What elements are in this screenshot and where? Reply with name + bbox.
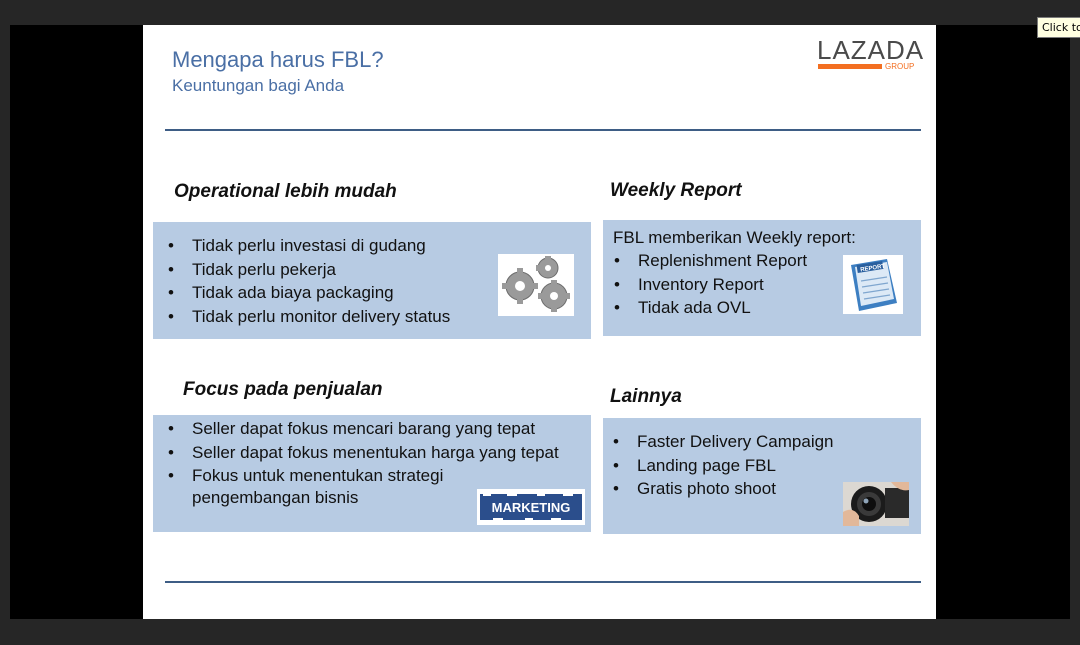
weekly-box: FBL memberikan Weekly report: Replenishm… [603, 220, 921, 336]
list-item: Tidak perlu investasi di gudang [166, 234, 450, 258]
weekly-heading: Weekly Report [610, 180, 742, 201]
focus-continuation: pengembangan bisnis [192, 488, 359, 507]
operational-heading: Operational lebih mudah [174, 181, 397, 202]
list-item: Tidak ada biaya packaging [166, 281, 450, 305]
marketing-icon: MARKETING [477, 489, 585, 525]
logo-wordmark: LAZADA [817, 35, 925, 65]
svg-text:MARKETING: MARKETING [492, 500, 571, 515]
logo-accent-bar [818, 64, 882, 69]
slide-subtitle: Keuntungan bagi Anda [172, 76, 345, 95]
operational-list: Tidak perlu investasi di gudang Tidak pe… [166, 234, 450, 328]
slide-title: Mengapa harus FBL? [172, 47, 384, 72]
logo-group-label: GROUP [885, 62, 915, 71]
list-item: Faster Delivery Campaign [611, 430, 834, 454]
list-item: Gratis photo shoot [611, 477, 834, 501]
list-item: Tidak perlu pekerja [166, 258, 450, 282]
weekly-list: Replenishment Report Inventory Report Ti… [612, 249, 807, 320]
list-item: Seller dapat fokus menentukan harga yang… [166, 441, 559, 465]
others-box: Faster Delivery Campaign Landing page FB… [603, 418, 921, 534]
list-item: Inventory Report [612, 273, 807, 297]
viewer-right-edge [1070, 25, 1080, 619]
focus-box: Seller dapat fokus mencari barang yang t… [153, 415, 591, 532]
weekly-intro: FBL memberikan Weekly report: [613, 228, 856, 247]
viewer-top-bar [0, 0, 1080, 25]
list-item: Seller dapat fokus mencari barang yang t… [166, 417, 559, 441]
operational-box: Tidak perlu investasi di gudang Tidak pe… [153, 222, 591, 339]
focus-heading: Focus pada penjualan [183, 379, 383, 400]
report-icon: REPORT [843, 255, 903, 314]
viewer-bottom-bar [0, 619, 1080, 645]
list-item: Tidak ada OVL [612, 296, 807, 320]
list-item: Tidak perlu monitor delivery status [166, 305, 450, 329]
bottom-divider [165, 581, 921, 583]
lazada-logo: LAZADA GROUP [817, 37, 925, 73]
list-item: Landing page FBL [611, 454, 834, 478]
focus-list: Seller dapat fokus mencari barang yang t… [166, 417, 559, 488]
camera-icon [843, 482, 909, 526]
gears-icon [498, 254, 574, 316]
others-heading: Lainnya [610, 386, 682, 407]
click-tooltip: Click to s [1037, 17, 1080, 38]
list-item: Fokus untuk menentukan strategi [166, 464, 559, 488]
list-item: Replenishment Report [612, 249, 807, 273]
presentation-slide[interactable]: Mengapa harus FBL? Keuntungan bagi Anda … [143, 25, 936, 619]
svg-text:REPORT: REPORT [860, 264, 886, 274]
others-list: Faster Delivery Campaign Landing page FB… [611, 430, 834, 501]
top-divider [165, 129, 921, 131]
